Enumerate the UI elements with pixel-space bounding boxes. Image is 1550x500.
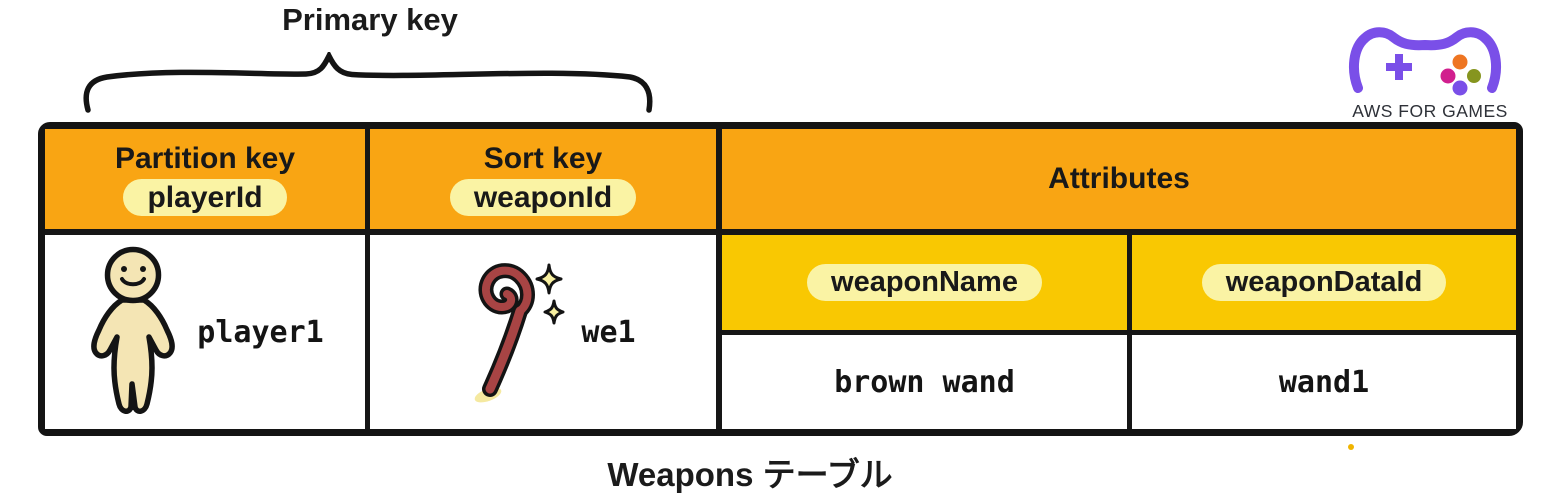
dpad-plus-icon: [1386, 54, 1412, 80]
aws-for-games-logo: AWS FOR GAMES: [1324, 24, 1536, 122]
partition-key-title: Partition key: [114, 141, 296, 175]
attribute-value-1: brown wand: [834, 364, 1015, 400]
partition-value-cell: player1: [45, 235, 370, 429]
logo-text: AWS FOR GAMES: [1352, 101, 1508, 121]
sort-value-cell: we1: [370, 235, 722, 429]
attribute-name-1: weaponName: [807, 264, 1042, 301]
dot-pink: [1440, 68, 1456, 84]
attribute-value-cell-1: brown wand: [722, 335, 1132, 429]
partition-key-header: Partition key playerId: [45, 129, 370, 235]
attributes-title: Attributes: [1048, 162, 1190, 196]
sort-key-title: Sort key: [483, 141, 603, 175]
primary-key-label: Primary key: [282, 2, 458, 37]
sort-key-header: Sort key weaponId: [370, 129, 722, 235]
curly-brace-icon: [83, 52, 653, 113]
attribute-name-header-1: weaponName: [722, 235, 1132, 335]
sort-value: we1: [581, 314, 636, 350]
table-caption: Weapons テーブル: [607, 456, 893, 493]
sort-key-name: weaponId: [449, 178, 637, 217]
stray-yellow-dot: [1348, 444, 1354, 450]
partition-key-name: playerId: [123, 178, 287, 217]
attribute-value-2: wand1: [1278, 364, 1370, 400]
attribute-name-header-2: weaponDataId: [1132, 235, 1516, 335]
partition-value: player1: [197, 314, 324, 350]
attribute-value-cell-2: wand1: [1132, 335, 1516, 429]
dot-olive: [1467, 69, 1481, 83]
attribute-name-2: weaponDataId: [1201, 264, 1447, 301]
dot-orange: [1452, 54, 1468, 70]
dot-purple: [1452, 80, 1468, 96]
weapons-table: Partition key playerId Sort key weaponId…: [38, 122, 1523, 436]
wand-sparkles-icon: [475, 263, 565, 403]
game-controller-icon: [1348, 27, 1502, 96]
attributes-header: Attributes: [722, 129, 1516, 235]
player-icon: [91, 246, 176, 414]
